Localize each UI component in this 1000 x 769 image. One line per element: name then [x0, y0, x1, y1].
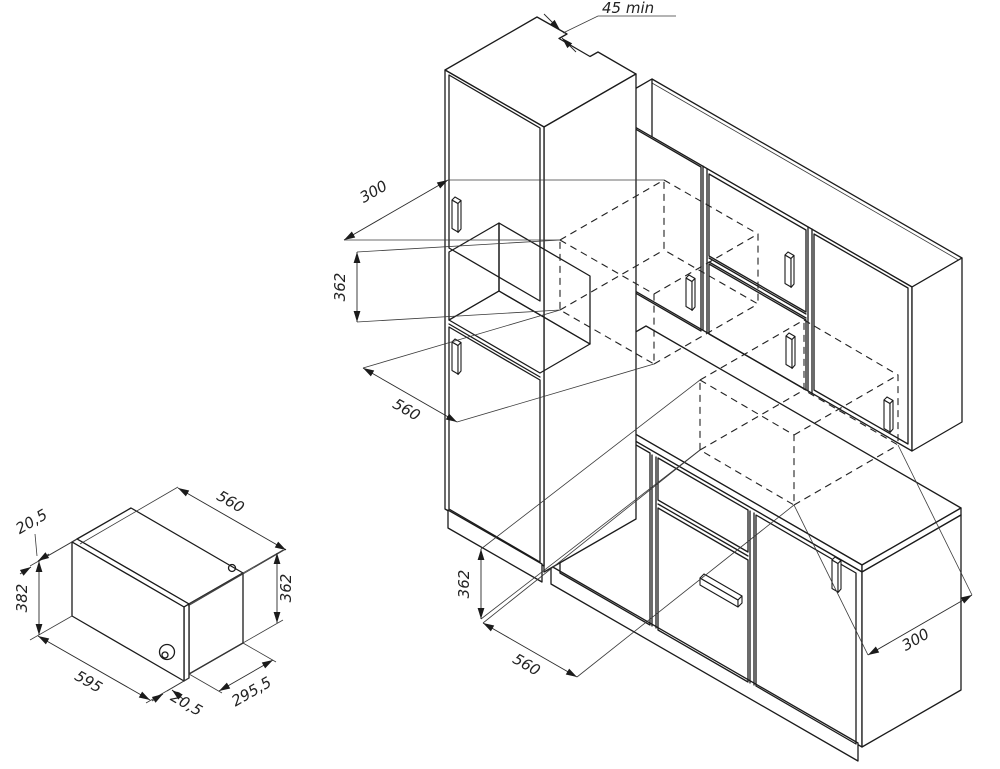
dim-label-upper-width: 560 [390, 395, 424, 425]
dimension-arrowhead [565, 668, 577, 677]
dim-label-body-depth: 295,5 [228, 673, 274, 710]
dim-label-lower-height: 362 [455, 570, 473, 599]
wall-flip-door [708, 263, 807, 391]
dimension-arrowhead [344, 231, 356, 240]
dimension-arrowhead [549, 19, 560, 30]
appliance-door-right-edge [183, 603, 190, 682]
dimension-arrowhead [35, 624, 43, 635]
wall-flip-door-handle [785, 332, 796, 370]
tall-cabinet-niche-interior [448, 222, 591, 378]
upper-niche-dashed-box [559, 179, 759, 365]
dim-label-body-height: 362 [277, 574, 295, 603]
appliance-door-knob-inner [161, 651, 169, 659]
dimension-arrowhead [436, 180, 448, 189]
dimension-arrowhead [178, 488, 190, 497]
wall-door-2-upper [708, 173, 807, 313]
kitchen-units-drawing: 45 min 300 362 560 [331, 0, 973, 762]
dimension-arrowhead [477, 608, 485, 619]
dimension-arrowhead [960, 595, 972, 604]
dimension-arrowhead [138, 691, 150, 700]
lower-niche-dashed-box [699, 319, 899, 506]
dim-label-frame-height: 382 [13, 584, 31, 613]
tall-upper-door [448, 74, 541, 302]
dim-label-door-thickness: 20,5 [168, 688, 206, 720]
dimension-arrowhead [353, 252, 361, 263]
base-right-side [861, 514, 962, 748]
dimension-arrowhead [363, 368, 375, 377]
dim-label-frame-overhang: 20,5 [13, 506, 51, 538]
appliance-top-detail [227, 563, 237, 573]
dimension-arrowhead [261, 660, 273, 669]
dimension-arrowhead [38, 552, 50, 561]
tall-lower-door-handle [451, 338, 462, 376]
dimension-arrowhead [151, 694, 163, 703]
dim-label-top-gap: 45 min [602, 0, 654, 17]
dim-label-upper-depth: 300 [357, 177, 391, 207]
dimension-arrowhead [273, 553, 281, 564]
tall-cabinet [444, 16, 637, 583]
wall-door-3-handle [883, 396, 894, 434]
dimension-arrowhead [483, 623, 495, 632]
base-door-3-handle [831, 556, 842, 594]
dimension-arrowhead [19, 567, 31, 576]
base-drawer-handle [699, 573, 743, 608]
appliance-drawing: 20,5 560 382 595 [13, 486, 295, 720]
dim-frame-height: 382 [13, 561, 73, 641]
dimension-arrowhead [219, 682, 231, 691]
dimension-arrowhead [35, 561, 43, 572]
dimension-arrowhead [353, 311, 361, 322]
tall-upper-door-handle [451, 196, 462, 234]
wall-door-1-handle [685, 274, 696, 312]
dim-label-upper-height: 362 [331, 273, 349, 302]
wall-door-2-upper-handle [784, 251, 795, 289]
dim-door-thickness: 20,5 [151, 677, 206, 720]
dimension-arrowhead [445, 413, 457, 422]
wall-cabinets-right-side [911, 257, 963, 452]
dim-frame-overhang: 20,5 [13, 506, 78, 576]
dim-upper-height: 362 [331, 239, 561, 323]
dim-lower-height: 362 [455, 379, 701, 620]
tall-cabinet-plinth [447, 509, 543, 583]
dim-top-gap: 45 min [543, 0, 676, 53]
dim-body-width: 560 [79, 486, 287, 607]
dim-label-body-width: 560 [214, 487, 248, 517]
dim-label-lower-width: 560 [510, 650, 544, 680]
wall-door-3 [813, 233, 909, 445]
appliance-door-knob [158, 643, 176, 661]
dimension-arrowhead [477, 549, 485, 560]
dimension-arrowhead [868, 646, 880, 655]
dimension-arrowhead [38, 636, 50, 645]
tall-lower-door [448, 326, 541, 563]
dimension-arrowhead [274, 541, 286, 550]
dimension-arrowhead [562, 38, 573, 49]
dimension-arrowhead [172, 690, 183, 700]
base-drawer-front [657, 507, 749, 683]
dimension-arrowhead [273, 612, 281, 623]
dim-body-height: 362 [188, 549, 295, 675]
base-drawer-top [657, 457, 749, 553]
tall-cabinet-front [444, 69, 545, 567]
base-door-3 [755, 514, 857, 745]
